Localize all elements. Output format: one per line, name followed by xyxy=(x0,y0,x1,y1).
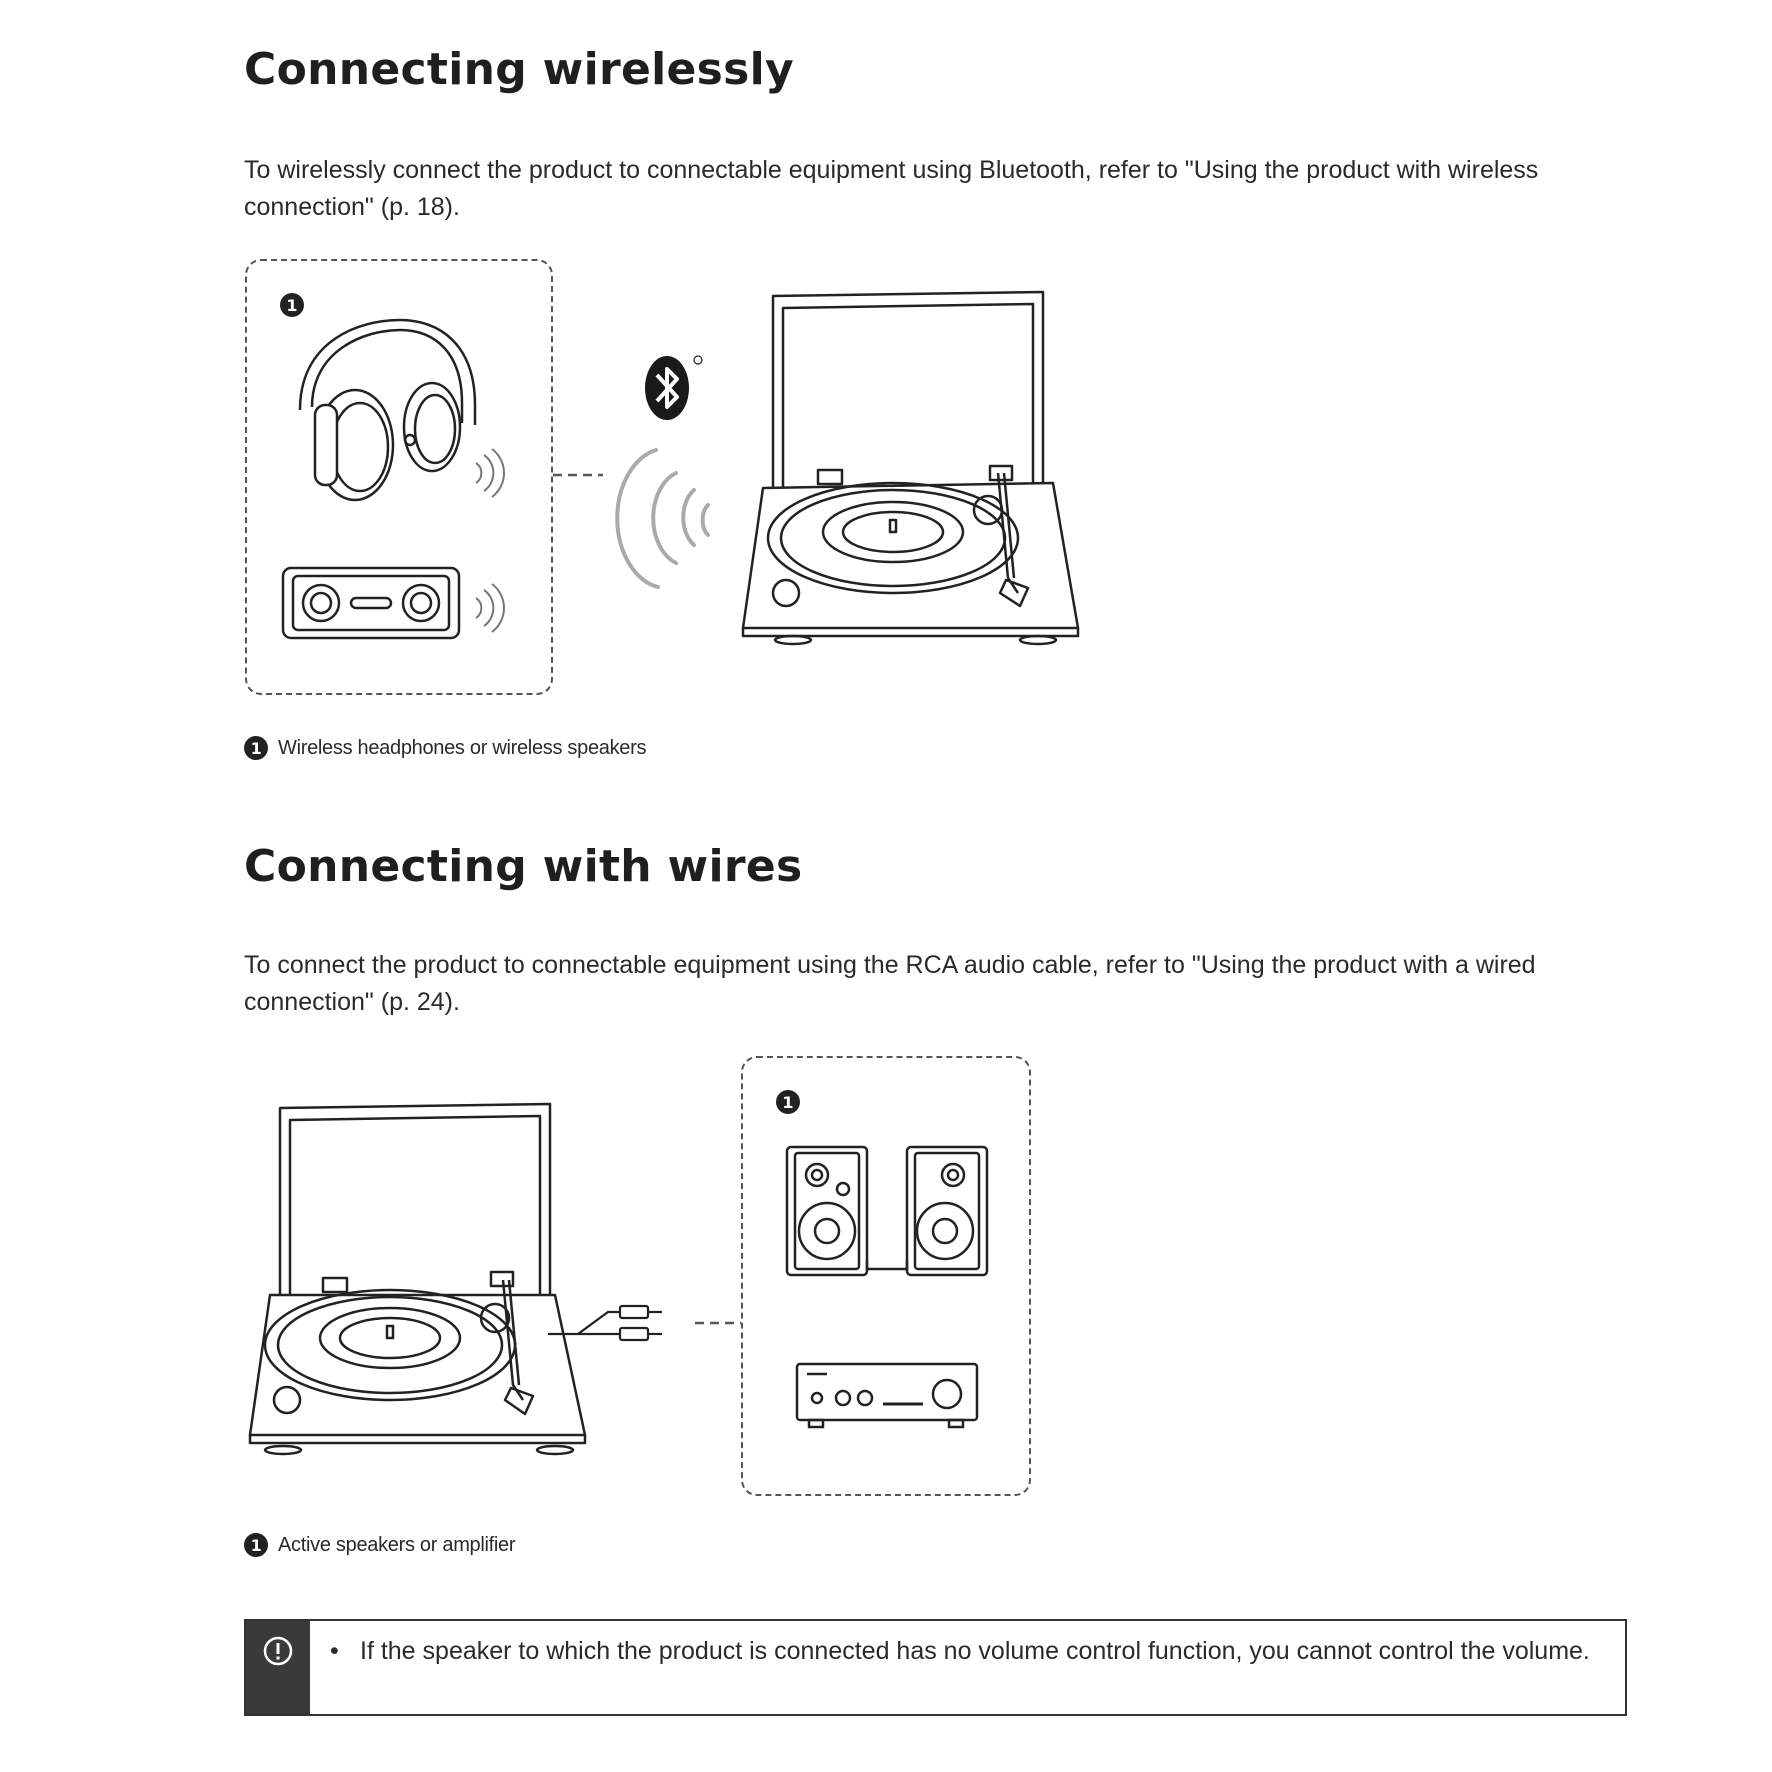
note-item: • If the speaker to which the product is… xyxy=(310,1621,1610,1714)
broadcast-waves-icon xyxy=(615,448,710,589)
caption-wired: 1 Active speakers or amplifier xyxy=(244,1533,516,1557)
wired-devices-group xyxy=(741,1056,1031,1496)
wireless-speaker-icon xyxy=(281,566,461,640)
headphones-icon xyxy=(298,318,477,502)
turntable-icon xyxy=(741,290,1080,646)
caption-text: Wireless headphones or wireless speakers xyxy=(278,736,647,759)
bluetooth-icon xyxy=(645,355,703,420)
section-body-wireless: To wirelessly connect the product to con… xyxy=(244,156,1539,221)
callout-marker: 1 xyxy=(280,293,304,317)
signal-waves-icon xyxy=(475,448,505,498)
caption-wireless: 1 Wireless headphones or wireless speake… xyxy=(244,736,646,760)
caption-text: Active speakers or amplifier xyxy=(278,1533,516,1556)
signal-waves-icon xyxy=(475,583,505,633)
callout-marker: 1 xyxy=(244,1533,268,1557)
active-speakers-icon xyxy=(785,1145,989,1277)
section-body-wired: To connect the product to connectable eq… xyxy=(244,951,1536,1016)
bullet: • xyxy=(330,1637,339,1665)
amplifier-icon xyxy=(795,1362,979,1429)
turntable-icon xyxy=(248,1102,587,1456)
callout-marker: 1 xyxy=(244,736,268,760)
section-title-wired: Connecting with wires xyxy=(244,841,803,892)
note-icon-panel xyxy=(246,1621,310,1714)
rca-cable-icon xyxy=(548,1304,662,1342)
note-box: • If the speaker to which the product is… xyxy=(244,1619,1627,1716)
exclamation-circle-icon xyxy=(263,1636,293,1666)
connection-line xyxy=(553,473,603,477)
section-title-wireless: Connecting wirelessly xyxy=(244,44,794,95)
callout-marker: 1 xyxy=(776,1090,800,1114)
connection-line xyxy=(695,1321,741,1325)
wireless-devices-group xyxy=(245,259,553,695)
note-text: If the speaker to which the product is c… xyxy=(360,1637,1590,1665)
